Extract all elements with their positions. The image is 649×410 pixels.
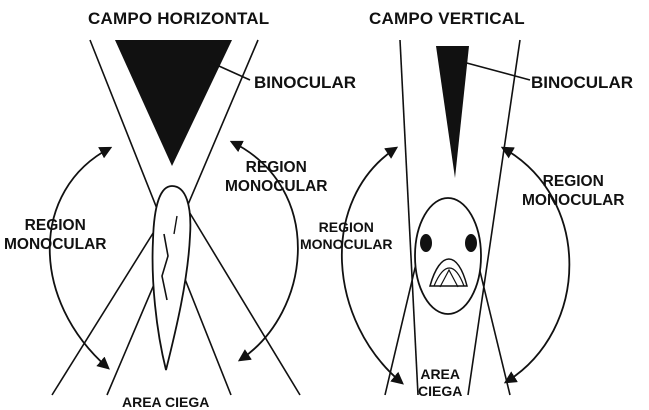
- face-outline: [415, 198, 481, 314]
- horizontal-left-monocular-label: REGION MONOCULAR: [4, 216, 106, 255]
- field-line: [468, 40, 520, 395]
- left-monocular-arc: [50, 148, 110, 368]
- binocular-leader-line: [463, 62, 530, 80]
- region-word: REGION: [300, 219, 393, 236]
- area-word: AREA: [418, 366, 462, 383]
- horizontal-right-monocular-label: REGION MONOCULAR: [225, 158, 327, 197]
- right-eye-icon: [465, 234, 477, 252]
- vertical-blind-area-label: AREA CIEGA: [418, 366, 462, 400]
- horizontal-field-title: CAMPO HORIZONTAL: [88, 10, 269, 27]
- monocular-word: MONOCULAR: [300, 236, 393, 253]
- region-word: REGION: [4, 216, 106, 235]
- vertical-right-monocular-label: REGION MONOCULAR: [522, 172, 624, 211]
- left-eye-icon: [420, 234, 432, 252]
- binocular-region-wedge: [436, 46, 469, 178]
- ciega-word: CIEGA: [418, 383, 462, 400]
- field-line: [52, 230, 155, 395]
- vertical-left-monocular-label: REGION MONOCULAR: [300, 219, 393, 253]
- monocular-word: MONOCULAR: [4, 235, 106, 254]
- left-monocular-arc: [342, 148, 402, 383]
- horizontal-blind-area-label: AREA CIEGA: [122, 394, 209, 410]
- region-word: REGION: [522, 172, 624, 191]
- vertical-field-title: CAMPO VERTICAL: [369, 10, 525, 27]
- horizontal-binocular-label: BINOCULAR: [254, 74, 356, 91]
- monocular-word: MONOCULAR: [225, 177, 327, 196]
- field-line: [400, 40, 418, 395]
- vertical-field-panel: [342, 40, 570, 395]
- region-word: REGION: [225, 158, 327, 177]
- field-line: [188, 210, 300, 395]
- head-top-view: [153, 186, 191, 370]
- vertical-binocular-label: BINOCULAR: [531, 74, 633, 91]
- monocular-word: MONOCULAR: [522, 191, 624, 210]
